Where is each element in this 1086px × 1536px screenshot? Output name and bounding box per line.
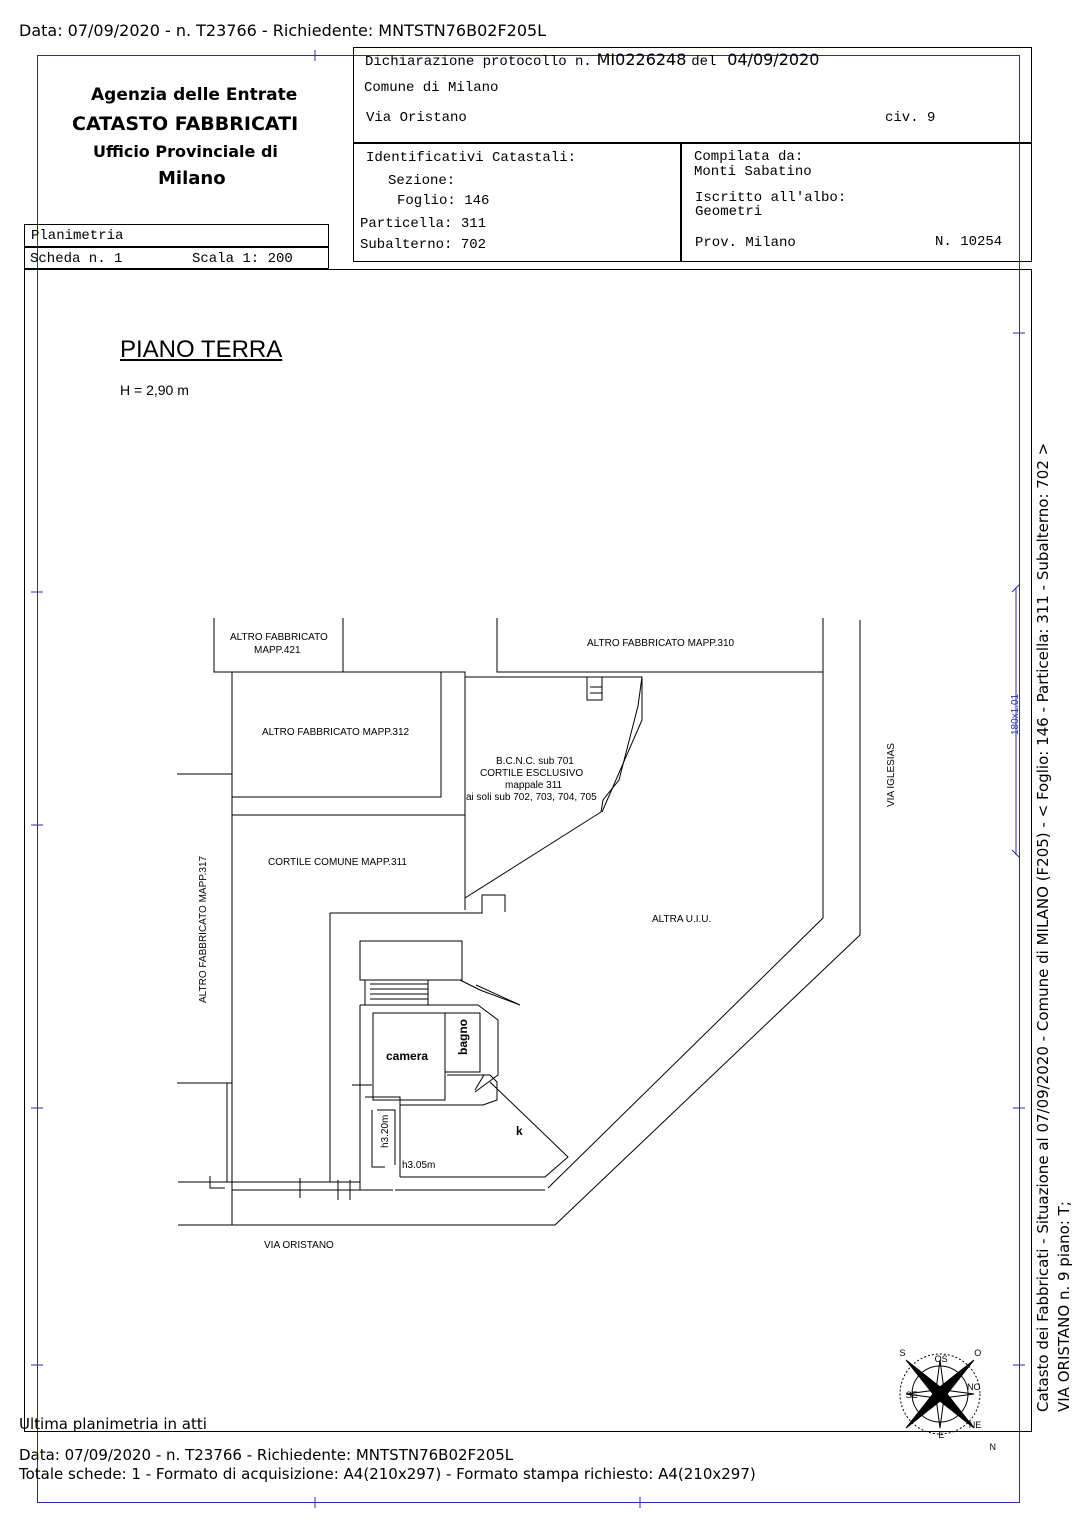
compass-label-o: O (974, 1348, 981, 1358)
compass-icon (899, 1353, 981, 1435)
sezione: Sezione: (388, 173, 456, 189)
albo-label: Iscritto all'albo: (695, 190, 847, 206)
room-camera: camera (386, 1049, 429, 1063)
planimetria-label: Planimetria (31, 228, 124, 244)
declaration-date: 04/09/2020 (727, 50, 820, 69)
compiler-label: Compilata da: (694, 149, 804, 165)
via: Via Oristano (366, 110, 467, 126)
compass-label-se: SE (906, 1390, 918, 1400)
label-bcnc-4: ai soli sub 702, 703, 704, 705 (466, 792, 597, 803)
label-altro-312: ALTRO FABBRICATO MAPP.312 (262, 727, 410, 738)
foglio: Foglio: 146 (397, 193, 490, 209)
albo: Geometri (695, 204, 763, 220)
label-altro-310: ALTRO FABBRICATO MAPP.310 (587, 638, 735, 649)
protocol-number: MI0226248 (596, 50, 687, 69)
room-k: k (516, 1124, 523, 1138)
drawing-frame (24, 269, 1032, 1432)
side-situation: Catasto dei Fabbricati - Situazione al 0… (1034, 442, 1052, 1412)
label-altro-421-a: ALTRO FABBRICATO (230, 632, 328, 643)
footer-ultima: Ultima planimetria in atti (19, 1415, 207, 1433)
compiler-name: Monti Sabatino (694, 164, 812, 180)
footer-line2: Totale schede: 1 - Formato di acquisizio… (19, 1465, 756, 1483)
agency-city: Milano (158, 168, 226, 189)
label-via-oristano: VIA ORISTANO (264, 1240, 334, 1251)
compass-label-no: NO (967, 1382, 981, 1392)
agency-catasto: CATASTO FABBRICATI (72, 113, 299, 135)
label-altro-317: ALTRO FABBRICATO MAPP.317 (198, 855, 209, 1003)
agency-office: Ufficio Provinciale di (93, 142, 278, 161)
declaration-box (353, 47, 1032, 143)
plan-height: H = 2,90 m (120, 382, 189, 398)
planimetria-box (24, 224, 329, 247)
compass-label-s: S (900, 1348, 906, 1358)
side-address: VIA ORISTANO n. 9 piano: T; (1055, 1201, 1073, 1412)
agency-name: Agenzia delle Entrate (91, 85, 298, 105)
register-number: N. 10254 (935, 234, 1003, 250)
declaration-line: Dichiarazione protocollo n. MI0226248 de… (365, 50, 819, 70)
label-altra-uiu: ALTRA U.I.U. (652, 914, 712, 925)
del-label: del (691, 54, 717, 70)
province: Prov. Milano (695, 235, 796, 251)
particella: Particella: 311 (360, 216, 487, 232)
scheda-box (24, 247, 329, 269)
compass-label-os: OS (935, 1354, 948, 1364)
civico: civ. 9 (885, 110, 936, 126)
plan-title: PIANO TERRA (120, 336, 283, 363)
identifiers-box (353, 143, 681, 262)
label-bcnc-3: mappale 311 (505, 780, 563, 791)
header-line: Data: 07/09/2020 - n. T23766 - Richieden… (19, 21, 547, 40)
footer-line1: Data: 07/09/2020 - n. T23766 - Richieden… (19, 1446, 514, 1464)
declaration-prefix: Dichiarazione protocollo n. (365, 54, 592, 70)
identifiers-title: Identificativi Catastali: (366, 150, 577, 166)
label-via-iglesias: VIA IGLESIAS (886, 743, 897, 807)
room-bagno: bagno (456, 1019, 470, 1055)
label-altro-421-b: MAPP.421 (254, 645, 301, 656)
scheda-label: Scheda n. 1 (30, 251, 123, 267)
scala-label: Scala 1: 200 (192, 251, 293, 267)
comune: Comune di Milano (364, 80, 499, 96)
label-bcnc-2: CORTILE ESCLUSIVO (480, 768, 584, 779)
compass-label-e: E (938, 1430, 944, 1440)
compass-label-ne: NE (969, 1420, 982, 1430)
compass-label-n: N (990, 1442, 997, 1452)
side-dimension: 180x1.01 (1010, 693, 1021, 735)
height-320: h3.20m (380, 1114, 391, 1148)
compiler-box (681, 143, 1032, 262)
label-cortile-comune: CORTILE COMUNE MAPP.311 (268, 857, 407, 868)
subalterno: Subalterno: 702 (360, 237, 487, 253)
outer-frame (37, 55, 1020, 1503)
height-305: h3.05m (402, 1160, 436, 1171)
label-bcnc-1: B.C.N.C. sub 701 (496, 756, 574, 767)
